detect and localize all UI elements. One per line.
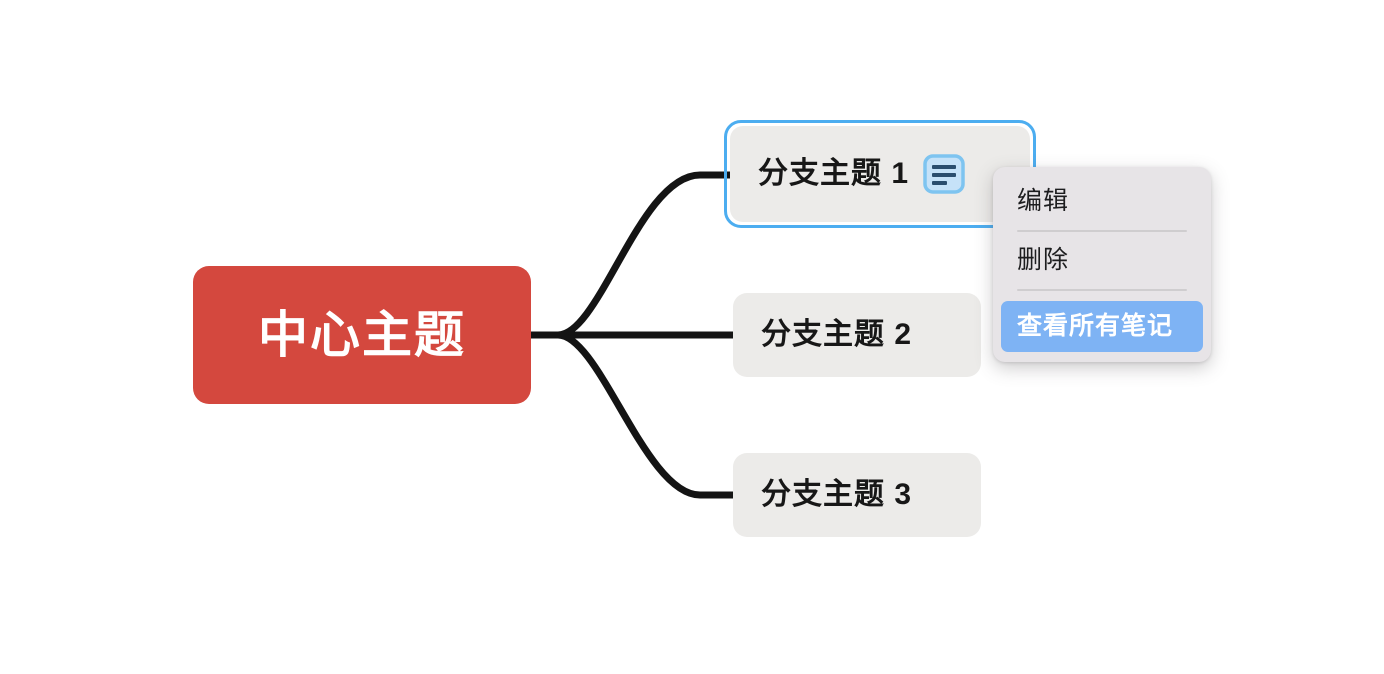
central-node[interactable]: 中心主题 bbox=[193, 266, 531, 404]
branch-node-2-label: 分支主题 2 bbox=[761, 318, 913, 351]
connector-branch-3 bbox=[554, 331, 737, 499]
menu-item-view-all-notes[interactable]: 查看所有笔记 bbox=[1001, 301, 1203, 352]
menu-divider-1 bbox=[1017, 230, 1187, 232]
branch-node-3[interactable]: 分支主题 3 bbox=[733, 453, 981, 537]
connector-branch-1 bbox=[554, 171, 736, 339]
menu-item-edit[interactable]: 编辑 bbox=[1017, 187, 1070, 215]
context-menu[interactable]: 编辑 删除 查看所有笔记 bbox=[993, 167, 1211, 362]
menu-divider-2 bbox=[1017, 289, 1187, 291]
branch-node-2[interactable]: 分支主题 2 bbox=[733, 293, 981, 377]
branch-node-1[interactable]: 分支主题 1 bbox=[730, 126, 1030, 222]
branch-node-1-label: 分支主题 1 bbox=[758, 157, 910, 190]
note-icon[interactable] bbox=[923, 154, 965, 194]
central-node-label: 中心主题 bbox=[258, 307, 466, 363]
menu-item-delete[interactable]: 删除 bbox=[1017, 246, 1070, 274]
branch-node-3-label: 分支主题 3 bbox=[761, 478, 913, 511]
